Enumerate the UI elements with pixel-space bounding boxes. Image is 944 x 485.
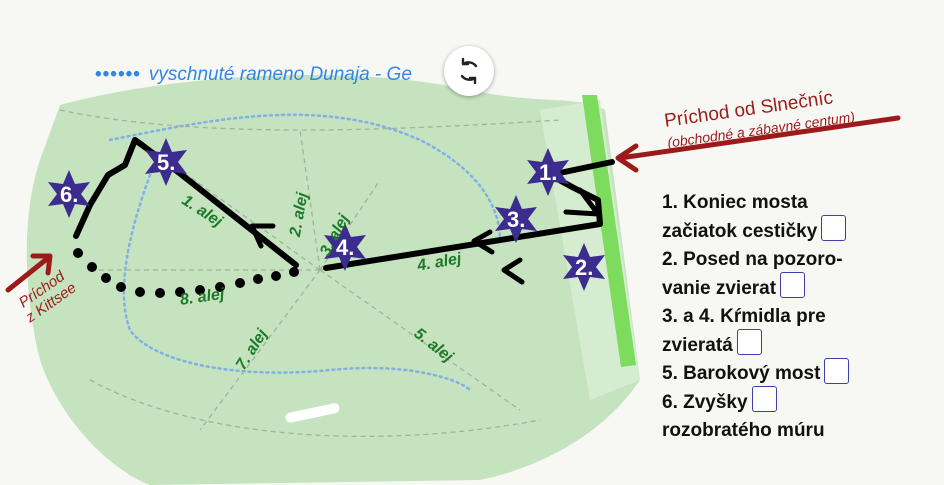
stop-star-5[interactable]: 5.: [145, 138, 187, 186]
stop-label-3: 3.: [507, 207, 525, 232]
checklist-item-5a: 5. Barokový most: [662, 363, 821, 384]
checklist-item-5: 5. Barokový most: [662, 357, 932, 389]
stop-star-4[interactable]: 4.: [324, 223, 366, 271]
checklist-item-1: začiatok cestičky: [662, 215, 932, 247]
stop-label-2: 2.: [575, 255, 593, 280]
stop-label-4: 4.: [336, 235, 354, 260]
checklist-item-3: zvieratá: [662, 329, 932, 361]
dried-river-branch-west: [122, 173, 472, 392]
checklist-item-2a: 2. Posed na pozoro-: [662, 249, 843, 270]
refresh-icon: [460, 57, 478, 85]
checkbox-stop-5[interactable]: [824, 357, 850, 384]
checklist-item-6b: rozobratého múru: [662, 420, 825, 441]
stop-star-2[interactable]: 2.: [563, 243, 605, 291]
water-legend-text: vyschnuté rameno Dunaja - Ge: [148, 64, 412, 85]
refresh-button[interactable]: [444, 46, 494, 96]
checklist-item-2: vanie zvierat: [662, 272, 932, 304]
stop-label-6: 6.: [60, 182, 78, 207]
checklist-item-1a: 1. Koniec mosta: [662, 192, 808, 213]
checklist-item-6: 6. Zvyšky: [662, 386, 932, 418]
checklist-item-3a: 3. a 4. Kŕmidla pre: [662, 306, 826, 327]
checkbox-stop-1[interactable]: [821, 215, 847, 242]
dotted-route: [73, 248, 299, 298]
entry-arrow-east: [615, 115, 901, 173]
entry-arrow-west: [5, 253, 53, 293]
stop-star-1[interactable]: 1.: [527, 148, 569, 196]
stop-label-1: 1.: [539, 160, 557, 185]
dried-river-branch: [108, 113, 502, 242]
park-area: [26, 74, 640, 485]
checklist-item-3b: zvieratá: [662, 334, 733, 356]
stop-star-6[interactable]: 6.: [48, 170, 90, 218]
stop-markers: 1. 2. 3. 4. 5. 6.: [48, 138, 605, 291]
stops-checklist: 1. Koniec mosta začiatok cestičky 2. Pos…: [662, 189, 932, 446]
checkbox-stop-6[interactable]: [751, 386, 777, 413]
stop-label-5: 5.: [157, 150, 175, 175]
checklist-item-1b: začiatok cestičky: [662, 220, 818, 242]
pond: [285, 403, 340, 423]
dotted-line-icon: ••••••: [95, 64, 141, 85]
stop-star-3[interactable]: 3.: [495, 195, 537, 243]
route-direction-arrows: [249, 187, 601, 285]
water-legend: •••••• vyschnuté rameno Dunaja - Ge: [95, 64, 412, 86]
checklist-item-6a: 6. Zvyšky: [662, 391, 748, 413]
checkbox-stop-3-4[interactable]: [736, 329, 762, 356]
checkbox-stop-2[interactable]: [780, 272, 806, 299]
checklist-item-2b: vanie zvierat: [662, 277, 777, 299]
